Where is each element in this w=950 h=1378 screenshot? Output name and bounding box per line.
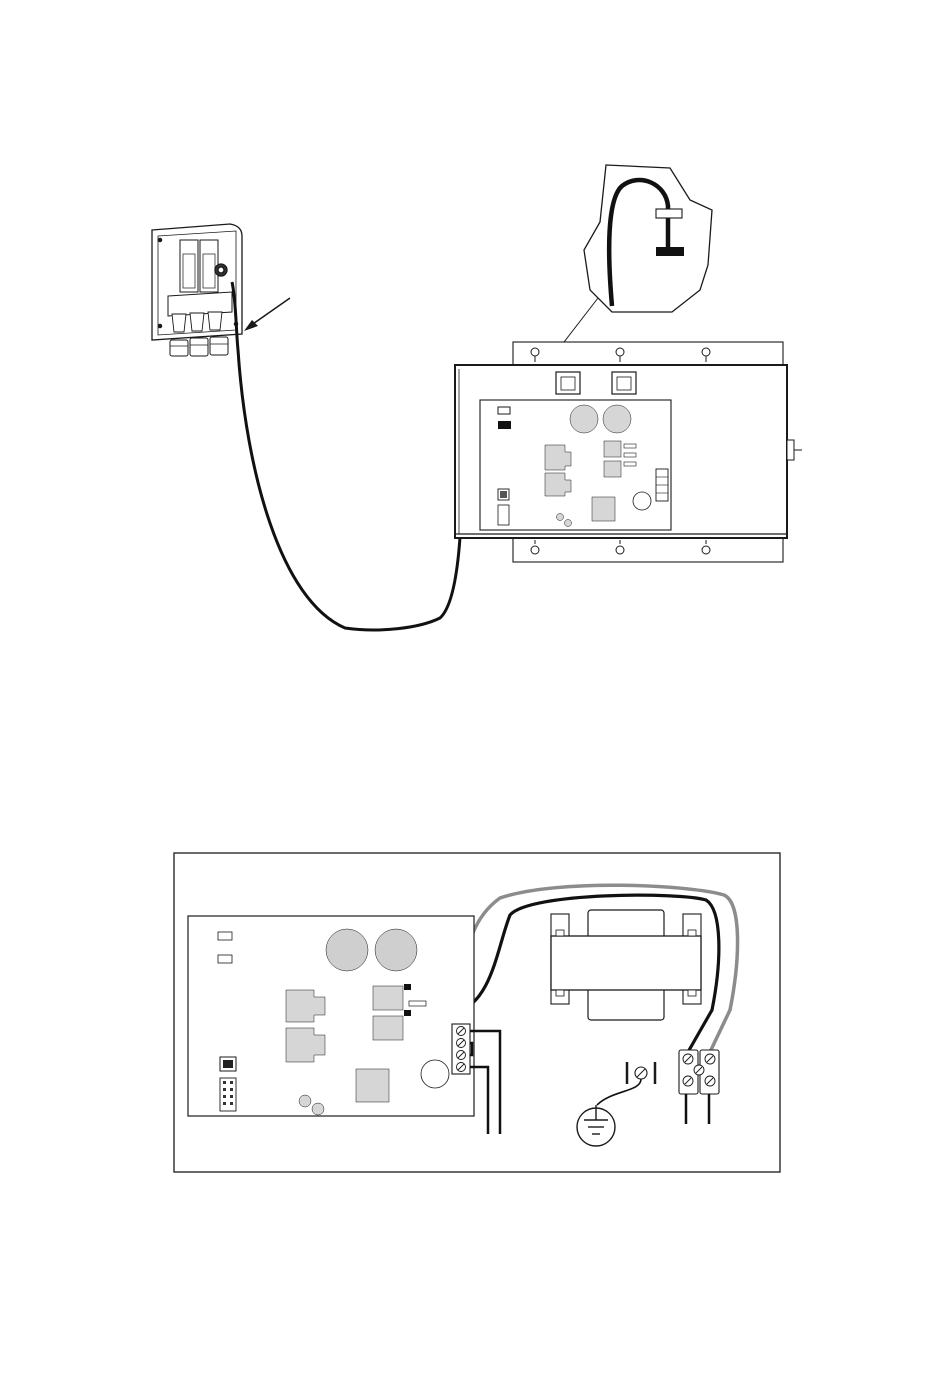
callout-arrow (244, 298, 290, 331)
top-figure (152, 165, 802, 630)
bottom-figure (174, 853, 780, 1172)
circuit-board (188, 916, 474, 1116)
wall-unit (152, 224, 242, 356)
control-box (455, 342, 802, 562)
